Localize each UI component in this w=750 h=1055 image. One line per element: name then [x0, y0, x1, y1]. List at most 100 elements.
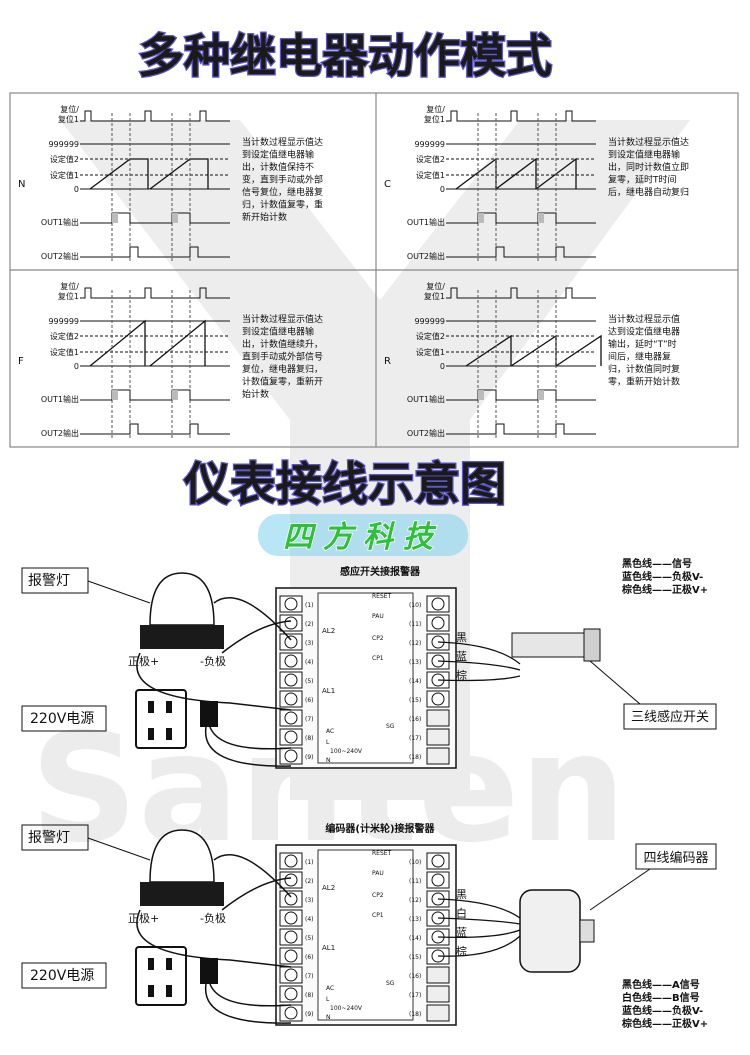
outlet-slot: [166, 958, 172, 970]
device-box: [635, 843, 717, 870]
sensor-body: [511, 632, 585, 658]
max-label: 999999: [414, 140, 445, 149]
right-terminal-number: (18): [409, 754, 421, 761]
terminal-screw: [284, 987, 298, 1001]
signal-wire: [437, 935, 521, 957]
wire-legend: 棕色线——正极V+: [621, 1017, 708, 1030]
wire-color-label: 蓝: [456, 650, 467, 663]
cp1-label: CP1: [372, 655, 384, 662]
outlet: [135, 946, 187, 1006]
negative-label: -负极: [200, 654, 226, 668]
out1-pulse-fill: [478, 213, 484, 223]
device-label: 三线感应开关: [631, 709, 709, 725]
reset-label: 复位/: [60, 104, 79, 114]
terminal-screw: [284, 873, 298, 887]
terminal-screw: [284, 597, 298, 611]
cp2-label: CP2: [372, 892, 384, 899]
terminal-screw: [284, 1006, 298, 1020]
outlet: [135, 689, 187, 749]
al2-label: AL2: [322, 884, 335, 892]
l-label: L: [326, 739, 330, 746]
reset-signal: [80, 110, 230, 122]
count-ramp: [89, 319, 206, 367]
cp1-label: CP1: [372, 912, 384, 919]
outlet-slot: [166, 701, 172, 713]
reset-label: 复位1: [424, 114, 445, 124]
left-terminal-number: (1): [305, 602, 314, 609]
mode-panel-R: R复位/复位1999999设定值2设定值10OUT1输出OUT2输出当计数过程显…: [384, 281, 680, 440]
left-terminal-number: (7): [305, 716, 314, 723]
meter-panel: [317, 592, 414, 764]
sv1-label: 设定值1: [416, 170, 445, 180]
max-label: 999999: [48, 317, 79, 326]
ac-label: AC: [326, 985, 334, 992]
signal-wire: [437, 660, 521, 671]
mode-description: 当计数过程显示值: [608, 313, 680, 325]
terminal-screw: [284, 692, 298, 706]
n-label: N: [326, 757, 331, 764]
max-label: 999999: [48, 140, 79, 149]
left-terminal-number: (9): [305, 754, 314, 761]
sv2-label: 设定值2: [416, 331, 445, 341]
mode-description: 归，计数值同时复: [608, 363, 680, 375]
right-terminal-number: (11): [409, 878, 421, 885]
mode-label: C: [384, 179, 391, 190]
mode-label: N: [18, 179, 25, 190]
power-box: [21, 962, 107, 989]
terminal-screw: [431, 873, 445, 887]
alarm-light-label: 报警灯: [28, 830, 70, 846]
wiring-diagram-title: 感应开关接报警器: [340, 565, 421, 578]
mode-description: 计数值复零，重新开: [242, 376, 323, 388]
terminal-screw: [284, 968, 298, 982]
mode-label: R: [384, 356, 391, 367]
outlet-slot: [166, 728, 172, 740]
mode-description: 复位，继电器复归，: [242, 363, 323, 375]
leader-line: [589, 868, 651, 911]
zero-label: 0: [74, 362, 79, 371]
left-terminal-number: (7): [305, 973, 314, 980]
mode-description: 归，计数值复零，重: [242, 199, 323, 211]
terminal-screw: [431, 854, 445, 868]
alarm-light-dome: [149, 572, 215, 626]
terminal-screw: [431, 597, 445, 611]
sv2-label: 设定值2: [50, 154, 79, 164]
left-terminal-number: (8): [305, 735, 314, 742]
negative-label: -负极: [200, 911, 226, 925]
wiring-title: 仪表接线示意图: [183, 457, 506, 511]
signal-wire: [437, 675, 521, 682]
wire: [136, 909, 292, 968]
right-terminal-number: (11): [409, 621, 421, 628]
right-terminal-number: (15): [409, 954, 421, 961]
cp2-label: CP2: [372, 635, 384, 642]
mode-description: 当计数过程显示值达: [242, 313, 323, 325]
alarm-light-base: [140, 625, 224, 649]
out2-label: OUT2输出: [41, 428, 79, 438]
left-terminal-number: (2): [305, 621, 314, 628]
right-terminal-number: (16): [409, 716, 421, 723]
left-terminal-number: (2): [305, 878, 314, 885]
wire: [213, 597, 292, 641]
modes-panel: [9, 92, 739, 448]
n-label: N: [326, 1014, 331, 1021]
device-label: 四线编码器: [643, 851, 708, 866]
wire: [209, 983, 292, 1007]
terminal-screw: [284, 749, 298, 763]
mode-description: 信号复位，继电器复: [242, 186, 323, 198]
sv2-label: 设定值2: [416, 154, 445, 164]
l-label: L: [326, 996, 330, 1003]
left-terminal-number: (4): [305, 659, 314, 666]
wiring-sensor: 报警灯正极+-负极220V电源感应开关接报警器(1)(10)(2)(11)(3)…: [21, 557, 717, 769]
left-terminal-number: (1): [305, 859, 314, 866]
reset-signal: [446, 287, 596, 299]
wire-color-label: 黑: [456, 888, 467, 901]
left-terminal-number: (8): [305, 992, 314, 999]
al2-label: AL2: [322, 627, 335, 635]
power-label: 220V电源: [30, 968, 94, 984]
wire-legend: 蓝色线——负极V-: [622, 1004, 703, 1017]
right-terminal-number: (16): [409, 973, 421, 980]
outlet-slot: [148, 985, 154, 997]
sv1-label: 设定值1: [50, 347, 79, 357]
reset-label: 复位1: [424, 291, 445, 301]
reset-label: RESET: [372, 593, 392, 600]
